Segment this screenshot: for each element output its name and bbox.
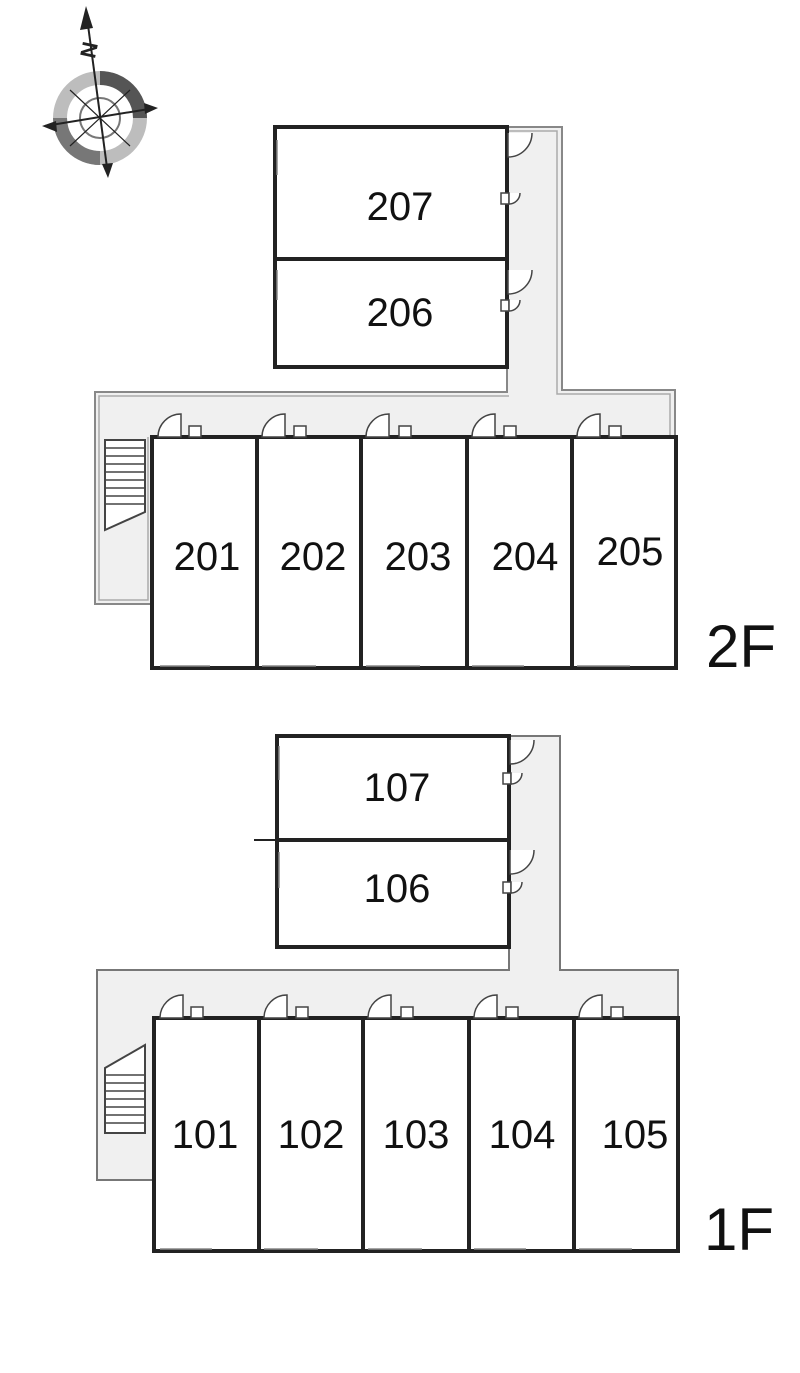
unit-104 (467, 1016, 576, 1253)
door-icon (502, 739, 535, 894)
unit-201 (150, 435, 259, 670)
door-icon (500, 132, 533, 312)
unit-label-104: 104 (489, 1113, 556, 1157)
unit-label-206: 206 (367, 291, 434, 335)
unit-103 (361, 1016, 471, 1253)
floor-2f: 207 206 201 202 203 204 205 2F (94, 125, 776, 680)
compass-icon: N (42, 6, 158, 178)
unit-107 (275, 734, 511, 842)
floor-label-2f: 2F (706, 613, 776, 680)
unit-206 (273, 257, 509, 369)
unit-101 (152, 1016, 261, 1253)
unit-label-101: 101 (172, 1113, 239, 1157)
unit-label-205: 205 (597, 530, 664, 574)
unit-label-207: 207 (367, 185, 434, 229)
unit-label-202: 202 (280, 535, 347, 579)
north-label: N (75, 40, 103, 61)
unit-203 (359, 435, 469, 670)
floor-1f: 107 106 101 102 103 104 105 1F (96, 734, 774, 1263)
window-marks (160, 746, 632, 1250)
window-marks (160, 140, 630, 667)
door-icon (157, 413, 622, 438)
unit-202 (255, 435, 363, 670)
unit-label-105: 105 (602, 1113, 669, 1157)
unit-label-201: 201 (174, 535, 241, 579)
unit-204 (465, 435, 574, 670)
unit-205 (570, 435, 678, 670)
stairs-1f (104, 1043, 146, 1134)
unit-106 (275, 838, 511, 949)
unit-105 (572, 1016, 680, 1253)
unit-label-103: 103 (383, 1113, 450, 1157)
unit-label-102: 102 (278, 1113, 345, 1157)
unit-label-204: 204 (492, 535, 559, 579)
door-icon (159, 994, 624, 1019)
floor-label-1f: 1F (704, 1196, 774, 1263)
unit-102 (257, 1016, 365, 1253)
unit-label-107: 107 (364, 766, 431, 810)
unit-label-203: 203 (385, 535, 452, 579)
stairs-2f (104, 439, 146, 532)
unit-label-106: 106 (364, 867, 431, 911)
